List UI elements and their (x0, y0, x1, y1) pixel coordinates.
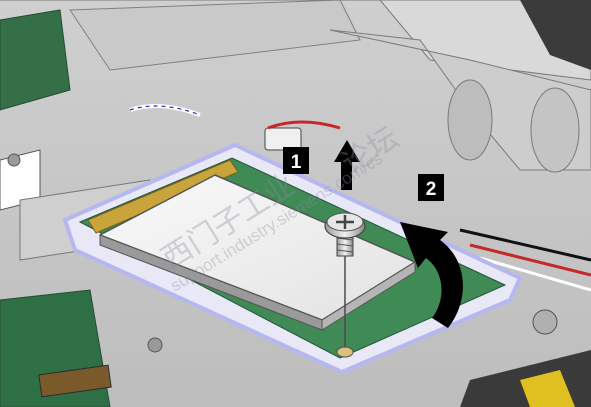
screw-icon (324, 212, 366, 257)
cable-red-right (469, 243, 591, 277)
step-1-number: 1 (291, 152, 302, 173)
step-2-label: 2 (418, 174, 444, 201)
screw-hole-bottom (147, 337, 163, 353)
antenna-cable-red (267, 120, 341, 130)
screw-hole-left (7, 153, 21, 167)
cable-black-right (459, 228, 591, 262)
dark-connector-top (520, 0, 591, 70)
round-boss-1 (447, 79, 493, 161)
card-gold-contacts (87, 159, 239, 234)
screw-hole-card (336, 346, 354, 358)
step-2-number: 2 (426, 179, 437, 200)
pcb-left-top (0, 9, 71, 111)
yellow-label (520, 370, 575, 407)
cable-white-right (479, 256, 591, 292)
step-1-label: 1 (283, 147, 309, 174)
cable-channel (69, 0, 361, 71)
cable-blue (129, 105, 201, 116)
curved-arrow-icon (400, 222, 463, 328)
antenna-connector (264, 127, 302, 151)
up-arrow-icon (334, 140, 360, 190)
screw-hole-right (532, 309, 558, 335)
round-boss-2 (530, 87, 580, 173)
board-connector (38, 364, 112, 398)
